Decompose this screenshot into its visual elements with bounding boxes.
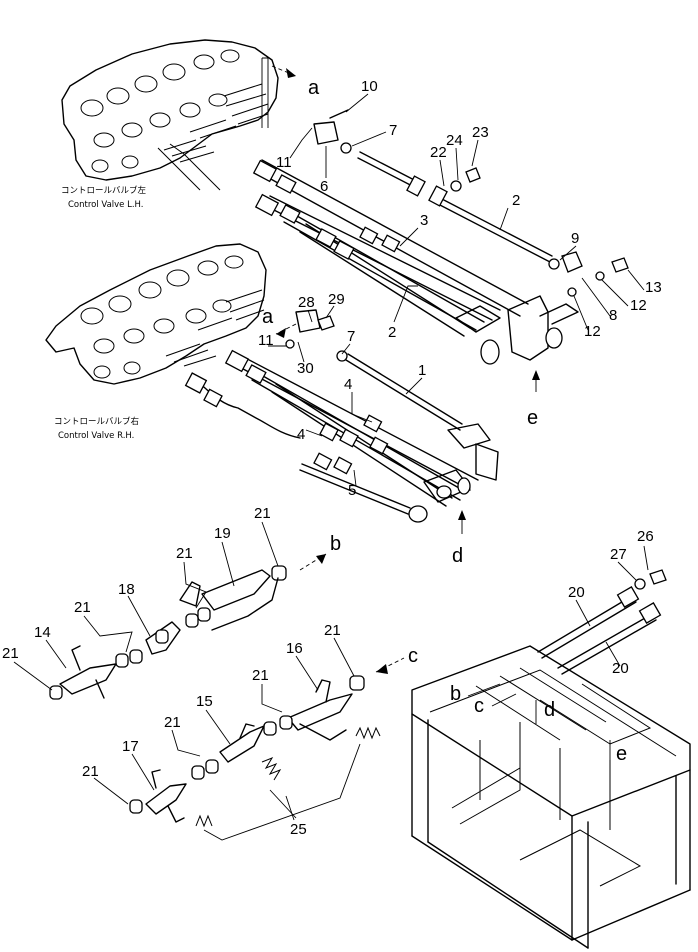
ref-letter-d2: d <box>544 699 555 721</box>
part-label-21-16: 21 <box>252 667 269 684</box>
ref-letter-a1: a <box>308 77 320 99</box>
rod-assembly-lower: d <box>184 349 499 567</box>
part-label-4-lower: 4 <box>297 426 305 443</box>
part-label-19: 19 <box>214 525 231 542</box>
part-label-27: 27 <box>610 546 627 563</box>
part-label-2-lower: 2 <box>388 324 396 341</box>
ref-letter-a2: a <box>262 306 274 328</box>
part-label-12-left: 12 <box>584 323 601 340</box>
ref-letter-e1: e <box>527 407 538 429</box>
part-label-20-upper: 20 <box>568 584 585 601</box>
part-label-13: 13 <box>645 279 662 296</box>
part-label-21-mid: 21 <box>74 599 91 616</box>
part-label-21-c: 21 <box>324 622 341 639</box>
caption-rh-jp: コントロールバルブ右 <box>54 416 139 427</box>
ref-letter-c1: c <box>408 645 418 667</box>
rod-assembly-upper: e <box>252 159 579 429</box>
part-label-28: 28 <box>298 294 315 311</box>
caption-lh: コントロールバルブ左 Control Valve L.H. <box>61 185 147 210</box>
lever-assembly: b c <box>49 533 418 841</box>
part-label-7-lower: 7 <box>347 328 355 345</box>
caption-rh: コントロールバルブ右 Control Valve R.H. <box>54 416 139 441</box>
control-valve-rh <box>45 243 267 385</box>
part-label-8: 8 <box>609 307 617 324</box>
part-labels: 10 7 11 6 22 24 23 2 3 9 13 12 8 12 2 28… <box>2 78 662 838</box>
part-label-7-upper: 7 <box>389 122 397 139</box>
leader-lines <box>13 93 649 821</box>
ref-letter-e2: e <box>616 743 627 765</box>
pin-set-20 <box>537 569 667 675</box>
part-label-21-15: 21 <box>164 714 181 731</box>
rod-2-upper <box>313 109 629 297</box>
part-label-21-17: 21 <box>82 763 99 780</box>
ref-letter-b2: b <box>450 683 461 705</box>
part-label-21-b: 21 <box>254 505 271 522</box>
caption-rh-en: Control Valve R.H. <box>58 431 134 441</box>
ref-letter-d1: d <box>452 545 463 567</box>
part-label-4-upper: 4 <box>344 376 352 393</box>
part-label-25: 25 <box>290 821 307 838</box>
part-label-29: 29 <box>328 291 345 308</box>
part-label-18: 18 <box>118 581 135 598</box>
ref-letter-b1: b <box>330 533 341 555</box>
ref-letter-c2: c <box>474 695 484 717</box>
part-label-26: 26 <box>637 528 654 545</box>
part-label-1: 1 <box>418 362 426 379</box>
caption-lh-en: Control Valve L.H. <box>68 200 144 210</box>
caption-lh-jp: コントロールバルブ左 <box>61 185 147 196</box>
part-label-5: 5 <box>348 482 356 499</box>
part-label-12-right: 12 <box>630 297 647 314</box>
part-label-30: 30 <box>297 360 314 377</box>
part-label-3: 3 <box>420 212 428 229</box>
reference-a-lower: a <box>262 306 297 338</box>
part-label-22: 22 <box>430 144 447 161</box>
part-label-11-lower: 11 <box>258 332 274 349</box>
reference-a-upper: a <box>261 57 320 128</box>
part-label-11-upper: 11 <box>276 154 292 171</box>
part-label-21-upper: 21 <box>176 545 193 562</box>
part-label-10: 10 <box>361 78 378 95</box>
part-label-6: 6 <box>320 178 328 195</box>
control-valve-lh <box>61 39 279 191</box>
part-label-16: 16 <box>286 640 303 657</box>
part-label-20-lower: 20 <box>612 660 629 677</box>
part-label-14: 14 <box>34 624 51 641</box>
part-label-9: 9 <box>571 230 579 247</box>
part-label-23: 23 <box>472 124 489 141</box>
part-label-15: 15 <box>196 693 213 710</box>
part-label-2-upper: 2 <box>512 192 520 209</box>
frame: b c d e <box>411 645 691 949</box>
part-label-21-left: 21 <box>2 645 19 662</box>
part-label-24: 24 <box>446 132 463 149</box>
part-label-17: 17 <box>122 738 139 755</box>
